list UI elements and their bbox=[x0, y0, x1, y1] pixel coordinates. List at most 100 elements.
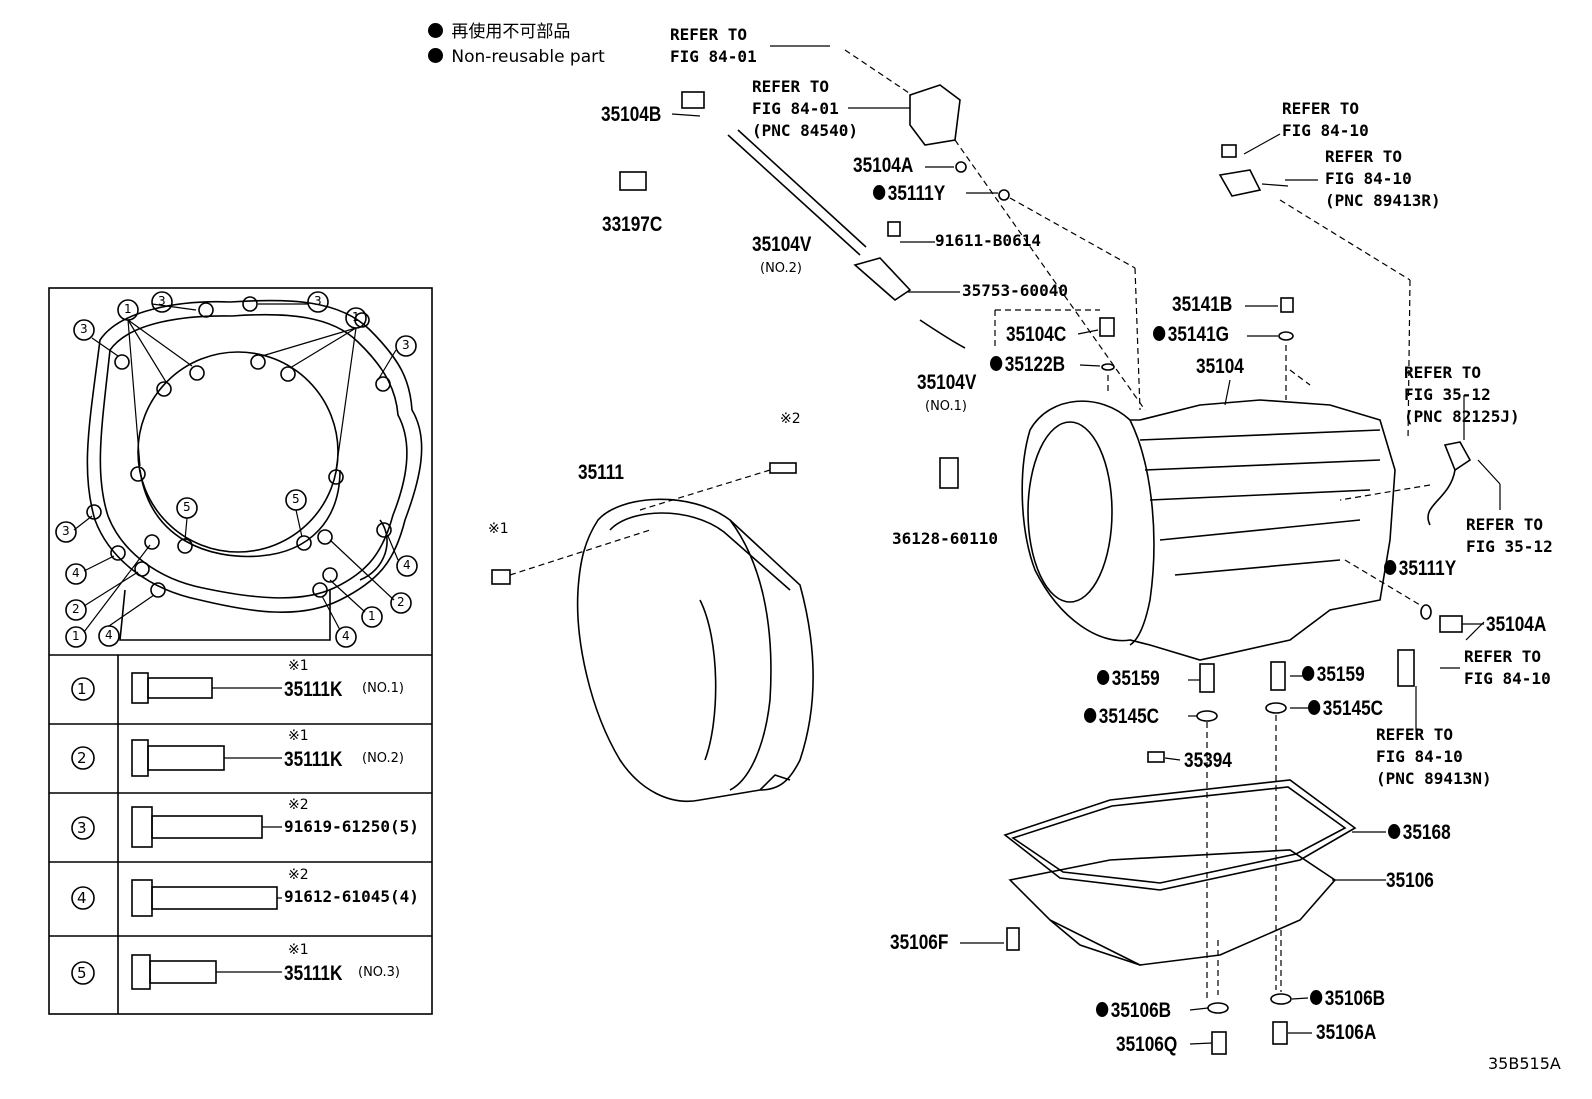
table-row-sub: (NO.1) bbox=[362, 681, 404, 696]
table-leaders bbox=[212, 687, 282, 973]
part-35104V-no1-sub: (NO.1) bbox=[925, 399, 967, 414]
non-reusable-dot-icon bbox=[428, 47, 443, 63]
part-35111[interactable]: 35111 bbox=[578, 461, 624, 484]
inset-bolt-holes bbox=[86, 296, 392, 598]
figure-code: 35B515A bbox=[1488, 1054, 1561, 1073]
inset-callout-number: 4 bbox=[342, 629, 350, 643]
table-row-mark: ※2 bbox=[288, 797, 309, 813]
inset-callout-number: 2 bbox=[397, 595, 405, 609]
part-35394[interactable]: 35394 bbox=[1184, 749, 1232, 772]
inset-callout-number: 5 bbox=[292, 492, 300, 506]
table-row-part[interactable]: 91619-61250(5) bbox=[284, 817, 419, 836]
part-33197C[interactable]: 33197C bbox=[602, 213, 663, 236]
part-35168[interactable]: 35168 bbox=[1388, 822, 1451, 843]
inset-callout-number: 3 bbox=[314, 294, 322, 308]
table-row-part[interactable]: 35111K bbox=[284, 962, 343, 985]
part-35106[interactable]: 35106 bbox=[1386, 869, 1434, 892]
inset-callout-number: 4 bbox=[105, 628, 113, 642]
table-row-mark: ※2 bbox=[288, 867, 309, 883]
table-row-num: 3 bbox=[77, 819, 87, 837]
part-35104B[interactable]: 35104B bbox=[601, 103, 662, 126]
part-35106B-right[interactable]: 35106B bbox=[1310, 988, 1385, 1009]
part-35104V-no2[interactable]: 35104V bbox=[752, 233, 812, 256]
non-reusable-dot-icon bbox=[990, 355, 1003, 371]
table-row-part[interactable]: 35111K bbox=[284, 748, 343, 771]
non-reusable-dot-icon bbox=[1302, 665, 1315, 681]
assembly-lines bbox=[509, 49, 1431, 1000]
inset-callout-number: 1 bbox=[352, 310, 360, 324]
inset-callout-number: 3 bbox=[62, 524, 70, 538]
part-35122B[interactable]: 35122B bbox=[990, 354, 1065, 375]
transmission-case bbox=[1021, 399, 1396, 661]
table-row-num: 2 bbox=[77, 749, 87, 767]
part-35104C[interactable]: 35104C bbox=[1006, 323, 1067, 346]
part-35106A[interactable]: 35106A bbox=[1316, 1021, 1377, 1044]
part-35106Q[interactable]: 35106Q bbox=[1116, 1033, 1178, 1056]
inset-callout-number: 5 bbox=[183, 500, 191, 514]
part-91611-B0614[interactable]: 91611-B0614 bbox=[935, 231, 1041, 250]
part-35104A-mid[interactable]: 35104A bbox=[1486, 613, 1547, 636]
non-reusable-dot-icon bbox=[873, 184, 886, 200]
table-row-num: 5 bbox=[77, 964, 87, 982]
part-35104V-no2-sub: (NO.2) bbox=[760, 261, 802, 276]
inset-callout-number: 1 bbox=[368, 609, 376, 623]
part-36128-60110[interactable]: 36128-60110 bbox=[892, 529, 998, 548]
inset-callout-number: 3 bbox=[158, 294, 166, 308]
part-35106B-left[interactable]: 35106B bbox=[1096, 1000, 1171, 1021]
part-35145C-right[interactable]: 35145C bbox=[1308, 698, 1383, 719]
inset-callout-number: 4 bbox=[403, 558, 411, 572]
table-row-sub: (NO.3) bbox=[358, 965, 400, 980]
table-bolt-drawings bbox=[131, 672, 278, 990]
part-35104A-top[interactable]: 35104A bbox=[853, 154, 914, 177]
table-row-num: 1 bbox=[77, 680, 87, 698]
mark-k1: ※1 bbox=[488, 521, 509, 537]
inset-callout-number: 2 bbox=[72, 602, 80, 616]
inset-callout-circles bbox=[55, 291, 418, 648]
part-35111Y-top[interactable]: 35111Y bbox=[873, 183, 945, 204]
bell-housing bbox=[576, 498, 814, 802]
table-row-num: 4 bbox=[77, 889, 87, 907]
small-parts bbox=[491, 84, 1472, 1055]
part-35141B[interactable]: 35141B bbox=[1172, 293, 1233, 316]
table-row-sub: (NO.2) bbox=[362, 751, 404, 766]
non-reusable-dot-icon bbox=[1084, 707, 1097, 723]
inset-leader-lines bbox=[73, 303, 399, 633]
part-35753-60040[interactable]: 35753-60040 bbox=[962, 281, 1068, 300]
part-35104V-no1[interactable]: 35104V bbox=[917, 371, 977, 394]
part-35106F[interactable]: 35106F bbox=[890, 931, 949, 954]
non-reusable-dot-icon bbox=[1096, 1001, 1109, 1017]
non-reusable-dot-icon bbox=[1388, 823, 1401, 839]
label-leaders bbox=[671, 45, 1501, 1045]
mark-k2: ※2 bbox=[780, 411, 801, 427]
non-reusable-dot-icon bbox=[1308, 699, 1321, 715]
table-row-part[interactable]: 91612-61045(4) bbox=[284, 887, 419, 906]
inset-callout-number: 3 bbox=[80, 322, 88, 336]
inset-callout-number: 3 bbox=[402, 338, 410, 352]
part-35111Y-mid[interactable]: 35111Y bbox=[1384, 558, 1456, 579]
legend-jp: 再使用不可部品 bbox=[428, 22, 570, 41]
part-35145C-left[interactable]: 35145C bbox=[1084, 706, 1159, 727]
part-35104[interactable]: 35104 bbox=[1196, 355, 1244, 378]
table-row-part[interactable]: 35111K bbox=[284, 678, 343, 701]
table-row-mark: ※1 bbox=[288, 658, 309, 674]
non-reusable-dot-icon bbox=[1384, 559, 1397, 575]
inset-callout-number: 1 bbox=[124, 302, 132, 316]
inset-callout-number: 4 bbox=[72, 566, 80, 580]
part-35141G[interactable]: 35141G bbox=[1153, 324, 1229, 345]
part-35159-left[interactable]: 35159 bbox=[1097, 668, 1160, 689]
oil-pan bbox=[1003, 779, 1357, 966]
inset-callout-number: 1 bbox=[72, 629, 80, 643]
part-35159-right[interactable]: 35159 bbox=[1302, 664, 1365, 685]
inset-housing-face bbox=[86, 299, 423, 641]
non-reusable-dot-icon bbox=[1153, 325, 1166, 341]
table-row-mark: ※1 bbox=[288, 728, 309, 744]
